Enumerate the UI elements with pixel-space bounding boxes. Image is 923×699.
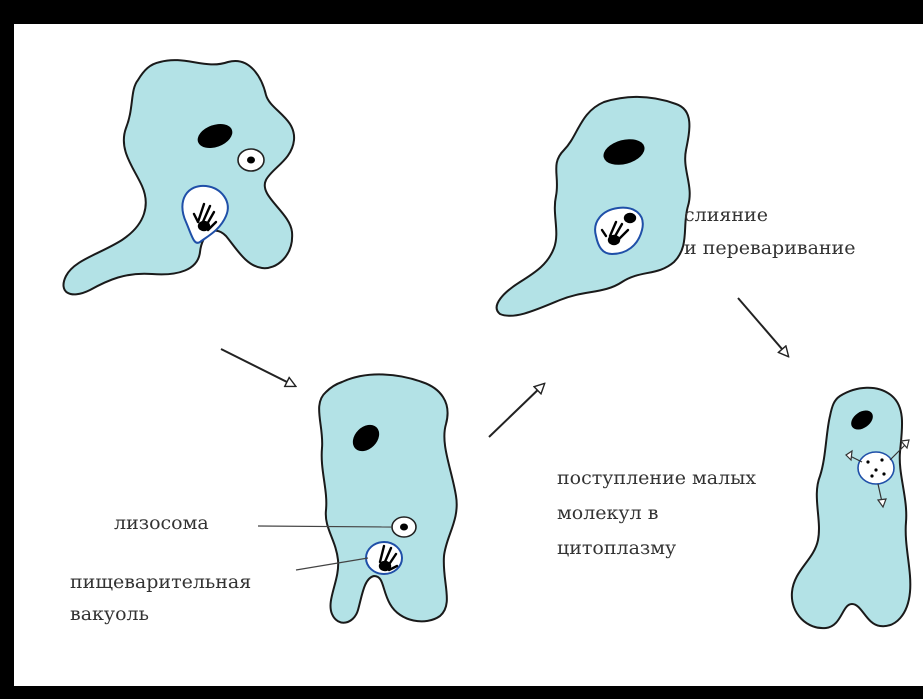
residual-vacuole-icon xyxy=(858,452,894,484)
arrow-stage2-to-stage3 xyxy=(489,384,544,437)
amoeba-3-cell xyxy=(497,97,690,316)
label-vacuole-line1: пищеварительная xyxy=(70,570,251,595)
label-lysosome: лизосома xyxy=(114,511,209,536)
label-fusion-line1: слияние xyxy=(684,203,768,228)
label-fusion-line2: и переваривание xyxy=(684,236,855,261)
label-vacuole-line2: вакуоль xyxy=(70,602,149,627)
amoeba-vacuole xyxy=(258,374,457,622)
label-absorb-line3: цитоплазму xyxy=(557,536,676,561)
amoeba-4-cell xyxy=(792,388,910,628)
amoeba-1-cell xyxy=(63,60,294,294)
label-absorb-line1: поступление малых xyxy=(557,466,756,491)
amoeba-2-cell xyxy=(319,374,457,622)
amoeba-absorbing xyxy=(792,388,910,628)
arrow-stage1-to-stage2 xyxy=(221,349,295,386)
arrow-stage3-to-stage4 xyxy=(738,298,788,356)
lysosome-core xyxy=(400,524,408,531)
label-absorb-line2: молекул в xyxy=(557,501,658,526)
amoeba-engulfing xyxy=(63,60,294,294)
lysosome-core xyxy=(247,157,255,164)
amoeba-fusion xyxy=(497,97,690,316)
